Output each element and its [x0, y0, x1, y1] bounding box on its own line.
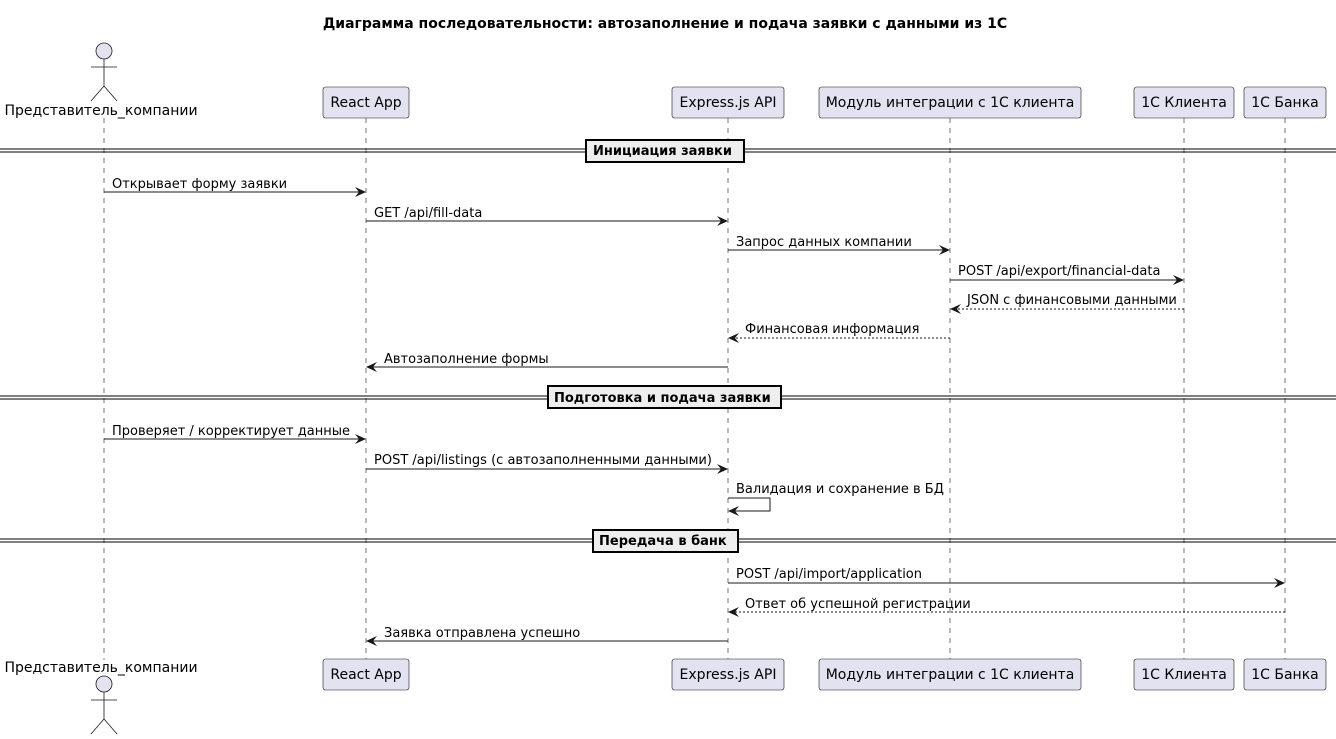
message-post-import-application: POST /api/import/application [728, 567, 1285, 588]
message-open-form: Открывает форму заявки [104, 177, 366, 197]
participant-bottom-client1c: 1С Клиента [1133, 658, 1235, 691]
participant-top-react: React App [322, 86, 410, 119]
message-json-financial: JSON с финансовыми данными [950, 293, 1184, 314]
message-label: Открывает форму заявки [112, 177, 287, 192]
message-application-sent: Заявка отправлена успешно [366, 626, 728, 646]
participant-top-client1c: 1С Клиента [1133, 86, 1235, 119]
message-financial-info: Финансовая информация [728, 322, 950, 343]
participant-label: Модуль интеграции с 1С клиента [826, 667, 1075, 683]
message-request-company-data: Запрос данных компании [728, 235, 950, 255]
participant-label: 1С Клиента [1141, 95, 1227, 111]
participant-top-module: Модуль интеграции с 1С клиента [818, 86, 1082, 119]
message-registration-response: Ответ об успешной регистрации [728, 597, 1285, 617]
actor-icon [90, 42, 118, 102]
diagram-title: Диаграмма последовательности: автозаполн… [323, 16, 1007, 32]
message-check-correct-data: Проверяет / корректирует данные [104, 424, 366, 444]
participant-label: React App [330, 667, 401, 683]
section-divider-preparation: Подготовка и подача заявки [0, 385, 1336, 409]
message-label: Автозаполнение формы [384, 352, 549, 367]
participant-label: Представитель_компании [4, 103, 197, 119]
message-label: Валидация и сохранение в БД [736, 482, 944, 497]
participants-bottom: Представитель_компании React App Express… [4, 658, 1327, 735]
participant-label: Express.js API [680, 667, 777, 683]
message-label: Финансовая информация [745, 322, 919, 337]
message-label: POST /api/export/financial-data [958, 264, 1160, 279]
participant-label: 1С Клиента [1141, 667, 1227, 683]
participant-label: Модуль интеграции с 1С клиента [826, 95, 1075, 111]
participant-bottom-react: React App [322, 658, 410, 691]
participant-label: 1С Банка [1251, 667, 1319, 683]
section-divider-initiation: Инициация заявки [0, 139, 1336, 163]
message-autofill-form: Автозаполнение формы [366, 352, 728, 372]
participant-bottom-bank1c: 1С Банка [1243, 658, 1327, 691]
section-label: Подготовка и подача заявки [554, 391, 771, 406]
participant-label: Express.js API [680, 95, 777, 111]
message-label: POST /api/listings (с автозаполненными д… [374, 453, 712, 468]
message-label: JSON с финансовыми данными [966, 293, 1177, 308]
participant-top-bank1c: 1С Банка [1243, 86, 1327, 119]
section-label: Инициация заявки [593, 144, 732, 159]
message-get-fill-data: GET /api/fill-data [366, 206, 728, 226]
section-divider-bank-transfer: Передача в банк [0, 529, 1336, 553]
participant-label: Представитель_компании [4, 660, 197, 676]
participant-label: 1С Банка [1251, 95, 1319, 111]
message-validate-save: Валидация и сохранение в БД [728, 482, 944, 516]
actor-bottom-rep: Представитель_компании [4, 660, 198, 735]
actor-icon [90, 675, 118, 735]
participants-top: Представитель_компании React App Express… [4, 42, 1327, 119]
participant-bottom-module: Модуль интеграции с 1С клиента [818, 658, 1082, 691]
participant-top-api: Express.js API [671, 86, 785, 119]
actor-top-rep: Представитель_компании [4, 42, 198, 119]
message-label: Запрос данных компании [736, 235, 912, 250]
participant-label: React App [330, 95, 401, 111]
message-label: Заявка отправлена успешно [384, 626, 580, 641]
message-label: POST /api/import/application [736, 567, 922, 582]
participant-bottom-api: Express.js API [671, 658, 785, 691]
message-label: GET /api/fill-data [374, 206, 482, 221]
message-post-export-financial: POST /api/export/financial-data [950, 264, 1184, 285]
message-post-listings: POST /api/listings (с автозаполненными д… [366, 453, 728, 474]
message-label: Проверяет / корректирует данные [112, 424, 350, 439]
message-label: Ответ об успешной регистрации [745, 597, 971, 612]
section-label: Передача в банк [599, 534, 727, 549]
